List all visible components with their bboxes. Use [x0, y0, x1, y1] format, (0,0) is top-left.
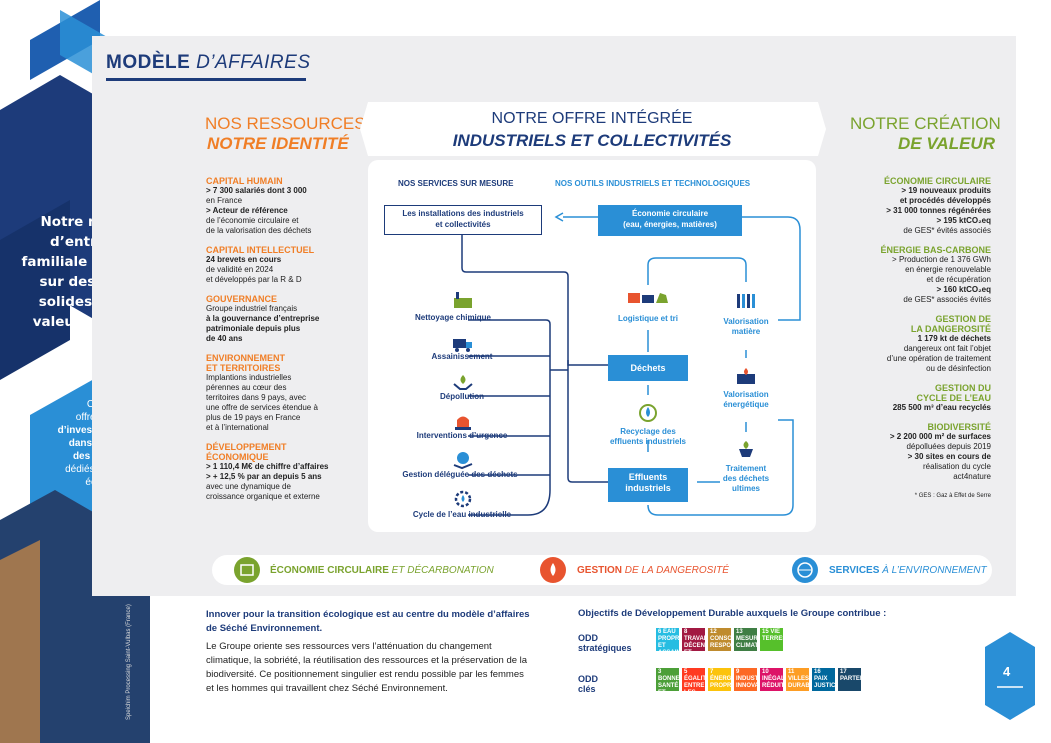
- globe-hand-icon: [452, 450, 474, 470]
- offer-subheading: INDUSTRIELS ET COLLECTIVITÉS: [452, 131, 732, 150]
- recycle-drop-icon: [637, 403, 659, 423]
- bottom-paragraph: Le Groupe oriente ses ressources vers l’…: [206, 641, 528, 694]
- pillar-services-label: SERVICES À L’ENVIRONNEMENT: [829, 565, 987, 576]
- dechets-box: Déchets: [608, 355, 688, 381]
- economie-circulaire-box: Économie circulaire(eau, énergies, matiè…: [598, 205, 742, 236]
- offer-banner: [360, 102, 826, 156]
- odd-title: Objectifs de Développement Durable auxqu…: [578, 608, 887, 619]
- hands-leaf-icon: [452, 372, 474, 392]
- sdg-5: 5 ÉGALITÉ ENTRE LES SEXES: [682, 668, 711, 703]
- service-interventions: Interventions d’urgence: [416, 431, 508, 440]
- page-title: MODÈLE D’AFFAIRES: [106, 52, 311, 73]
- page-number: 4: [1003, 664, 1011, 679]
- service-assainissement: Assainissement: [431, 352, 493, 361]
- water-gear-icon: [452, 489, 474, 509]
- pillar-danger-label: GESTION DE LA DANGEROSITÉ: [577, 565, 729, 576]
- sdg-12: 12 CONSOMMATION RESPONSABLES: [708, 628, 760, 651]
- diagram-connectors: [461, 212, 801, 516]
- valeur-heading: NOTRE CRÉATION: [850, 114, 1001, 133]
- sdg-9: 9 INDUSTRIE INNOVATION: [734, 668, 773, 691]
- sdg-8: 8 TRAVAIL DÉCENT ET CROISSANCE: [682, 628, 725, 663]
- factory-icon: [452, 290, 474, 310]
- photo-credit: Speichim Processing Saint-Vulbas (France…: [126, 604, 132, 720]
- ressources-list: CAPITAL HUMAIN > 7 300 salariés dont 3 0…: [206, 176, 329, 501]
- pillar-services-icon: [792, 557, 818, 583]
- sdg-11: 11 VILLES DURABLES: [786, 668, 822, 691]
- service-gestion-dechets: Gestion déléguée des déchets: [402, 470, 518, 479]
- service-nettoyage: Nettoyage chimique: [414, 313, 491, 322]
- sdg-17: 17 PARTENARIATS: [838, 668, 886, 691]
- sdg-6: 6 EAU PROPRE ET ASSAINISSEMENT: [656, 628, 711, 656]
- pillar-danger-icon: [540, 557, 566, 583]
- sdg-16: 16 PAIX JUSTICE: [812, 668, 840, 691]
- pillar-circular-icon: [234, 557, 260, 583]
- alarm-icon: [452, 411, 474, 431]
- ressources-subheading: NOTRE IDENTITÉ: [207, 134, 349, 153]
- tools-header: NOS OUTILS INDUSTRIELS ET TECHNOLOGIQUES: [555, 179, 751, 188]
- sdg-10: 10 INÉGALITÉS RÉDUITES: [760, 668, 799, 691]
- logistics-icon: [626, 287, 670, 307]
- pillar-circular-label: ÉCONOMIE CIRCULAIRE ET DÉCARBONATION: [270, 565, 494, 576]
- flasks-icon: [735, 290, 757, 310]
- truck-icon: [452, 333, 474, 353]
- services-header: NOS SERVICES SUR MESURE: [398, 179, 514, 188]
- plant-pot-icon: [735, 438, 757, 458]
- ressources-heading: NOS RESSOURCES: [205, 114, 366, 133]
- offer-heading: NOTRE OFFRE INTÉGRÉE: [491, 110, 693, 127]
- sdg-7: 7 ÉNERGIE PROPRE: [708, 668, 738, 691]
- sdg-3: 3 BONNE SANTÉ ET BIEN-ÊTRE: [656, 668, 680, 710]
- ges-note: * GES : Gaz à Effet de Serre: [914, 493, 991, 499]
- valeur-subheading: DE VALEUR: [898, 134, 995, 153]
- sdg-13: 13 MESURES CLIMATIQUES: [734, 628, 777, 651]
- service-depollution: Dépollution: [440, 392, 484, 401]
- valeur-list: ÉCONOMIE CIRCULAIRE > 19 nouveaux produi…: [861, 176, 991, 501]
- title-underline: [106, 78, 306, 81]
- pillars-bar: [212, 555, 992, 585]
- sdg-15: 15 VIE TERRESTRE: [760, 628, 798, 651]
- page-number-hex: [985, 632, 1035, 720]
- bottom-intro: Innover pour la transition écologique es…: [206, 609, 530, 634]
- tool-logistique: Logistique et tri: [618, 314, 678, 323]
- energy-plant-icon: [735, 366, 757, 386]
- service-cycle-eau: Cycle de l’eau industrielle: [412, 510, 512, 519]
